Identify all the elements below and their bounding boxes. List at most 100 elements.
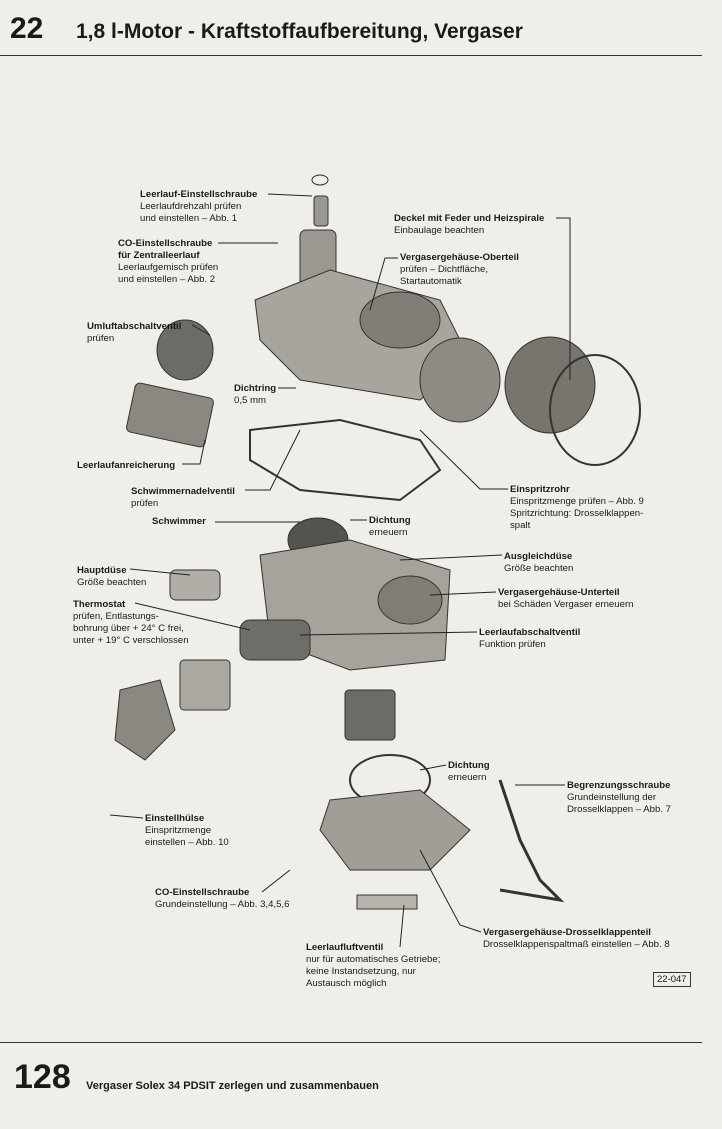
label-dichtring: Dichtring 0,5 mm	[234, 383, 276, 407]
label-title: Leerlaufabschaltventil	[479, 627, 581, 638]
label-title: Dichtung	[448, 760, 490, 771]
label-line: Drosselklappen – Abb. 7	[567, 804, 671, 815]
label-line: und einstellen – Abb. 1	[140, 213, 238, 224]
label-line: Austausch möglich	[306, 978, 387, 989]
label-title: Thermostat	[73, 599, 126, 610]
label-einstellhuelse: Einstellhülse Einspritzmenge einstellen …	[145, 813, 229, 849]
choke-gasket	[549, 354, 641, 466]
label-line: Größe beachten	[504, 563, 574, 574]
idle-air-valve	[356, 894, 418, 910]
label-line: Leerlaufgemisch prüfen	[118, 262, 219, 273]
label-umluftabschaltventil: Umluftabschaltventil prüfen	[87, 321, 181, 345]
label-line: einstellen – Abb. 10	[145, 837, 229, 848]
label-title: Einstellhülse	[145, 813, 205, 824]
label-title: CO-Einstellschraube	[118, 238, 213, 249]
o-ring	[311, 174, 329, 186]
label-line: bei Schäden Vergaser erneuern	[498, 599, 634, 610]
label-title: Vergasergehäuse-Oberteil	[400, 252, 519, 263]
label-thermostat: Thermostat prüfen, Entlastungs- bohrung …	[73, 599, 189, 647]
bypass-valve	[156, 319, 214, 381]
label-title: CO-Einstellschraube	[155, 887, 250, 898]
header-rule	[0, 55, 702, 56]
label-line: erneuern	[448, 772, 487, 783]
label-line: Größe beachten	[77, 577, 147, 588]
label-line: Einspritzmenge	[145, 825, 212, 836]
label-leerlaufanreicherung: Leerlaufanreicherung	[77, 460, 175, 472]
label-title: Begrenzungsschraube	[567, 780, 671, 791]
label-title: Schwimmer	[152, 516, 206, 527]
label-unterteil: Vergasergehäuse-Unterteil bei Schäden Ve…	[498, 587, 633, 611]
label-schwimmernadelventil: Schwimmernadelventil prüfen	[131, 486, 235, 510]
label-co-einstellschraube-zentral: CO-Einstellschraube für Zentralleerlauf …	[118, 238, 218, 286]
choke-body	[419, 337, 501, 423]
label-co-einstellschraube-grund: CO-Einstellschraube Grundeinstellung – A…	[155, 887, 289, 911]
label-line: prüfen	[131, 498, 159, 509]
label-deckel: Deckel mit Feder und Heizspirale Einbaul…	[394, 213, 544, 237]
sleeve	[344, 689, 396, 741]
label-line: prüfen – Dichtfläche,	[400, 264, 488, 275]
label-line: bohrung über + 24° C frei,	[73, 623, 184, 634]
label-line: spalt	[510, 520, 531, 531]
label-line: Einspritzmenge prüfen – Abb. 9	[510, 496, 644, 507]
figure-id: 22-047	[653, 972, 691, 987]
page-number: 128	[14, 1058, 71, 1096]
label-title: Umluftabschaltventil	[87, 321, 182, 332]
label-title: Leerlaufluftventil	[306, 942, 384, 953]
chapter-number: 22	[10, 12, 44, 45]
label-title: Dichtring	[234, 383, 277, 394]
label-hauptduese: Hauptdüse Größe beachten	[77, 565, 146, 589]
label-begrenzungsschraube: Begrenzungsschraube Grundeinstellung der…	[567, 780, 671, 816]
flange	[179, 659, 231, 711]
leader-lines	[109, 193, 571, 948]
label-line: Funktion prüfen	[479, 639, 546, 650]
label-line: Spritzrichtung: Drosselklappen-	[510, 508, 644, 519]
label-line: 0,5 mm	[234, 395, 266, 406]
footer-rule	[0, 1042, 702, 1043]
label-leerlauf-einstellschraube: Leerlauf-Einstellschraube Leerlaufdrehza…	[140, 189, 257, 225]
label-line: Leerlaufdrehzahl prüfen	[140, 201, 242, 212]
label-drosselklappenteil: Vergasergehäuse-Drosselklappenteil Dross…	[483, 927, 670, 951]
label-line: keine Instandsetzung, nur	[306, 966, 416, 977]
label-oberteil: Vergasergehäuse-Oberteil prüfen – Dichtf…	[400, 252, 519, 288]
thermostat	[239, 619, 311, 661]
label-line: Drosselklappenspaltmaß einstellen – Abb.…	[483, 939, 670, 950]
label-title: Hauptdüse	[77, 565, 127, 576]
label-title: Leerlaufanreicherung	[77, 460, 176, 471]
throttle-linkage	[498, 779, 565, 903]
label-line: erneuern	[369, 527, 408, 538]
label-title: Deckel mit Feder und Heizspirale	[394, 213, 545, 224]
label-einspritzrohr: Einspritzrohr Einspritzmenge prüfen – Ab…	[510, 484, 644, 532]
page-title: 1,8 l-Motor - Kraftstoffaufbereitung, Ve…	[76, 20, 523, 43]
label-line: prüfen	[87, 333, 115, 344]
label-title: Vergasergehäuse-Drosselklappenteil	[483, 927, 651, 938]
label-line: prüfen, Entlastungs-	[73, 611, 159, 622]
upper-venturi	[359, 291, 441, 349]
label-title: Dichtung	[369, 515, 411, 526]
label-line: Grundeinstellung – Abb. 3,4,5,6	[155, 899, 290, 910]
label-line: und einstellen – Abb. 2	[118, 274, 216, 285]
label-line: Einbaulage beachten	[394, 225, 485, 236]
footer-title: Vergaser Solex 34 PDSIT zerlegen und zus…	[86, 1080, 379, 1092]
label-line: nur für automatisches Getriebe;	[306, 954, 441, 965]
label-line: unter + 19° C verschlossen	[73, 635, 189, 646]
gasket	[249, 418, 442, 502]
label-dichtung-upper: Dichtung erneuern	[369, 515, 411, 539]
label-line: Grundeinstellung der	[567, 792, 657, 803]
label-line: Startautomatik	[400, 276, 462, 287]
label-title: Ausgleichdüse	[504, 551, 573, 562]
enrichment-unit	[126, 382, 214, 448]
label-title: Leerlauf-Einstellschraube	[140, 189, 258, 200]
label-title: Schwimmernadelventil	[131, 486, 235, 497]
diaphragm-cover	[114, 679, 176, 761]
label-title: Vergasergehäuse-Unterteil	[498, 587, 620, 598]
label-schwimmer: Schwimmer	[152, 516, 206, 528]
label-title: Einspritzrohr	[510, 484, 570, 495]
label-ausgleichduese: Ausgleichdüse Größe beachten	[504, 551, 573, 575]
throttle-housing	[319, 789, 471, 871]
main-jet	[169, 569, 221, 601]
label-line: für Zentralleerlauf	[118, 250, 200, 261]
label-dichtung-lower: Dichtung erneuern	[448, 760, 490, 784]
label-leerlaufluftventil: Leerlaufluftventil nur für automatisches…	[306, 942, 440, 990]
label-leerlaufabschaltventil: Leerlaufabschaltventil Funktion prüfen	[479, 627, 580, 651]
